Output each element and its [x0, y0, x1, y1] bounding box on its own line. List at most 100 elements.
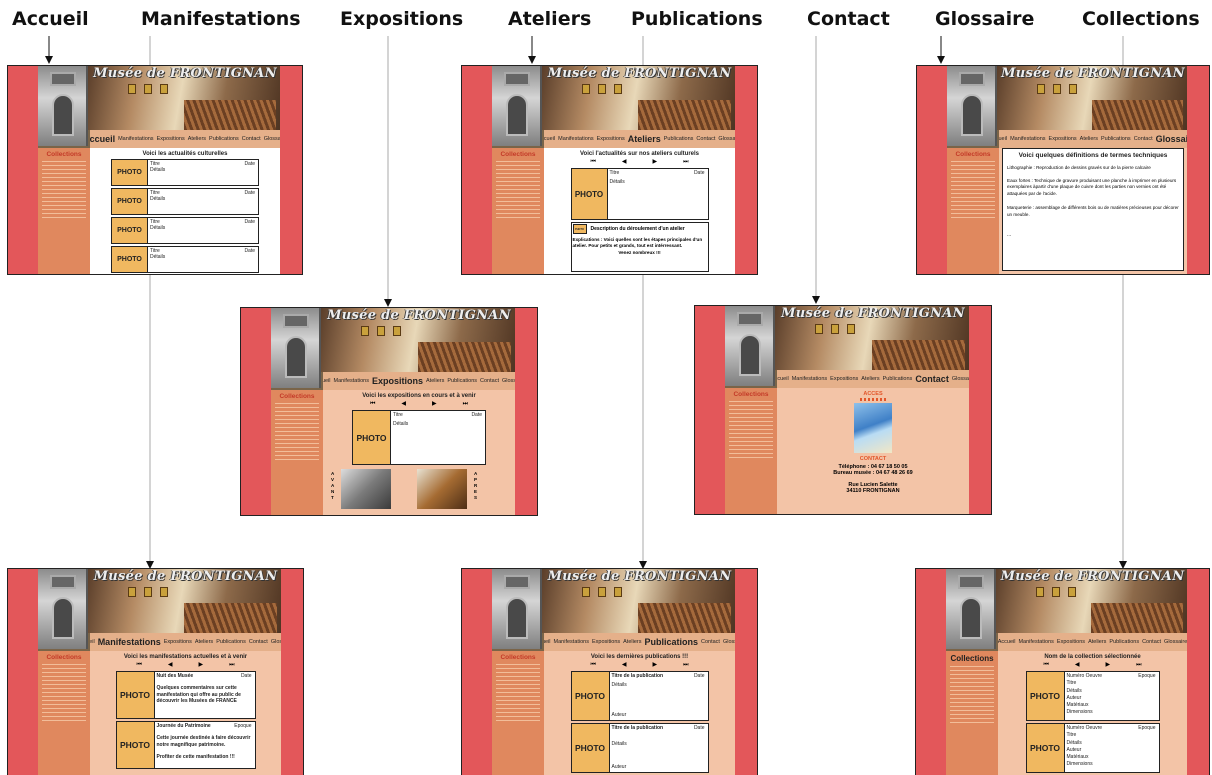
nav-publications[interactable]: Publications: [447, 378, 478, 384]
nav-contact[interactable]: Contact: [480, 378, 499, 384]
prev-icon[interactable]: ◀: [621, 159, 627, 165]
map-image[interactable]: [854, 403, 892, 453]
nav-ateliers[interactable]: Ateliers: [627, 134, 661, 144]
nav-accueil[interactable]: Accueil: [777, 376, 789, 382]
prev-icon[interactable]: ◀: [621, 662, 627, 668]
nav-glossaire[interactable]: Glossaire: [1155, 134, 1187, 144]
nav-manifestations[interactable]: Manifestations: [1010, 136, 1046, 142]
nav-accueil[interactable]: Accueil: [90, 639, 95, 645]
nav-accueil[interactable]: Accueil: [544, 136, 556, 142]
nav-accueil[interactable]: Accueil: [999, 136, 1008, 142]
nav-accueil[interactable]: Accueil: [998, 639, 1016, 645]
nav-contact[interactable]: Contact: [1142, 639, 1162, 645]
nav-contact[interactable]: Contact: [241, 136, 261, 142]
first-icon[interactable]: ⏮: [590, 159, 596, 165]
nav-expositions[interactable]: Expositions: [830, 376, 859, 382]
sidebar-heading[interactable]: Collections: [279, 393, 315, 400]
nav-contact[interactable]: Contact: [915, 374, 949, 384]
sidebar-heading[interactable]: Collections: [500, 151, 536, 158]
nav-ateliers[interactable]: Ateliers: [187, 136, 207, 142]
prev-icon[interactable]: ◀: [167, 662, 173, 668]
card-details: Détails: [150, 196, 166, 202]
nav-glossaire[interactable]: Glossaire: [501, 378, 515, 384]
sidebar-heading[interactable]: Collections: [46, 151, 82, 158]
nav-manifestations[interactable]: Manifestations: [791, 376, 828, 382]
nav-manifestations[interactable]: Manifestations: [97, 637, 161, 647]
nav-publications[interactable]: Publications: [216, 639, 246, 645]
nav-publications[interactable]: Publications: [1101, 136, 1131, 142]
nav-ateliers[interactable]: Ateliers: [1088, 639, 1107, 645]
next-icon[interactable]: ▶: [432, 401, 437, 407]
nav-expositions[interactable]: Expositions: [371, 376, 423, 386]
nav-accueil[interactable]: Accueil: [544, 639, 551, 645]
next-icon[interactable]: ▶: [652, 159, 658, 165]
sidebar-heading[interactable]: Collections: [733, 391, 769, 398]
nav-glossaire[interactable]: Glossaire: [1164, 639, 1187, 645]
nav-accueil[interactable]: Accueil: [323, 378, 331, 384]
last-icon[interactable]: ⏭: [229, 662, 235, 668]
sidebar-heading[interactable]: Collections: [46, 654, 82, 661]
nav-ateliers[interactable]: Ateliers: [194, 639, 214, 645]
last-icon[interactable]: ⏭: [683, 662, 689, 668]
last-icon[interactable]: ⏭: [462, 401, 469, 407]
sidebar-heading[interactable]: Collections: [955, 151, 991, 158]
oeuvre-card[interactable]: PHOTO Epoque Numéro Oeuvre Titre Détails…: [1025, 723, 1160, 773]
nav-ateliers[interactable]: Ateliers: [426, 378, 445, 384]
first-icon[interactable]: ⏮: [136, 662, 142, 668]
nav-manifestations[interactable]: Manifestations: [118, 136, 154, 142]
prev-icon[interactable]: ◀: [401, 401, 406, 407]
oeuvre-card[interactable]: PHOTO Epoque Numéro Oeuvre Titre Détails…: [1025, 671, 1160, 721]
field-numero: Numéro Oeuvre: [1066, 673, 1103, 679]
nav-manifestations[interactable]: Manifestations: [553, 639, 589, 645]
nav-publications[interactable]: Publications: [663, 136, 694, 142]
nav-expositions[interactable]: Expositions: [1056, 639, 1086, 645]
nav-expositions[interactable]: Expositions: [156, 136, 185, 142]
site-title: Musée de FRONTIGNAN: [93, 66, 277, 81]
nav-manifestations[interactable]: Manifestations: [1018, 639, 1054, 645]
next-icon[interactable]: ▶: [198, 662, 204, 668]
nav-publications[interactable]: Publications: [1109, 639, 1140, 645]
nav-accueil[interactable]: Accueil: [90, 134, 116, 144]
nav-expositions[interactable]: Expositions: [596, 136, 625, 142]
next-icon[interactable]: ▶: [652, 662, 658, 668]
first-icon[interactable]: ⏮: [369, 401, 376, 407]
nav-contact[interactable]: Contact: [701, 639, 720, 645]
sidebar-heading[interactable]: Collections: [950, 654, 994, 663]
nav-contact[interactable]: Contact: [248, 639, 268, 645]
first-icon[interactable]: ⏮: [590, 662, 596, 668]
prev-icon[interactable]: ◀: [1074, 662, 1080, 668]
nav-glossaire[interactable]: Glossaire: [718, 136, 735, 142]
nav-manifestations[interactable]: Manifestations: [558, 136, 594, 142]
nav-expositions[interactable]: Expositions: [163, 639, 192, 645]
nav-contact[interactable]: Contact: [696, 136, 716, 142]
nav-publications[interactable]: Publications: [209, 136, 239, 142]
nav-contact[interactable]: Contact: [1133, 136, 1153, 142]
nav-expositions[interactable]: Expositions: [592, 639, 621, 645]
sidebar-heading[interactable]: Collections: [500, 654, 536, 661]
nav-glossaire[interactable]: Glossaire: [722, 639, 735, 645]
nav-expositions[interactable]: Expositions: [1048, 136, 1077, 142]
nav-publications[interactable]: Publications: [644, 637, 698, 647]
nav-ateliers[interactable]: Ateliers: [861, 376, 880, 382]
nav-glossaire[interactable]: Glossaire: [263, 136, 280, 142]
nav-manifestations[interactable]: Manifestations: [333, 378, 369, 384]
nav-ateliers[interactable]: Ateliers: [623, 639, 642, 645]
nav-glossaire[interactable]: Glossaire: [270, 639, 281, 645]
next-icon[interactable]: ▶: [1105, 662, 1111, 668]
last-icon[interactable]: ⏭: [1136, 662, 1142, 668]
first-icon[interactable]: ⏮: [1043, 662, 1049, 668]
last-icon[interactable]: ⏭: [683, 159, 689, 165]
nav-publications[interactable]: Publications: [882, 376, 913, 382]
nav-ateliers[interactable]: Ateliers: [1079, 136, 1099, 142]
nav-glossaire[interactable]: Glossaire: [951, 376, 969, 382]
